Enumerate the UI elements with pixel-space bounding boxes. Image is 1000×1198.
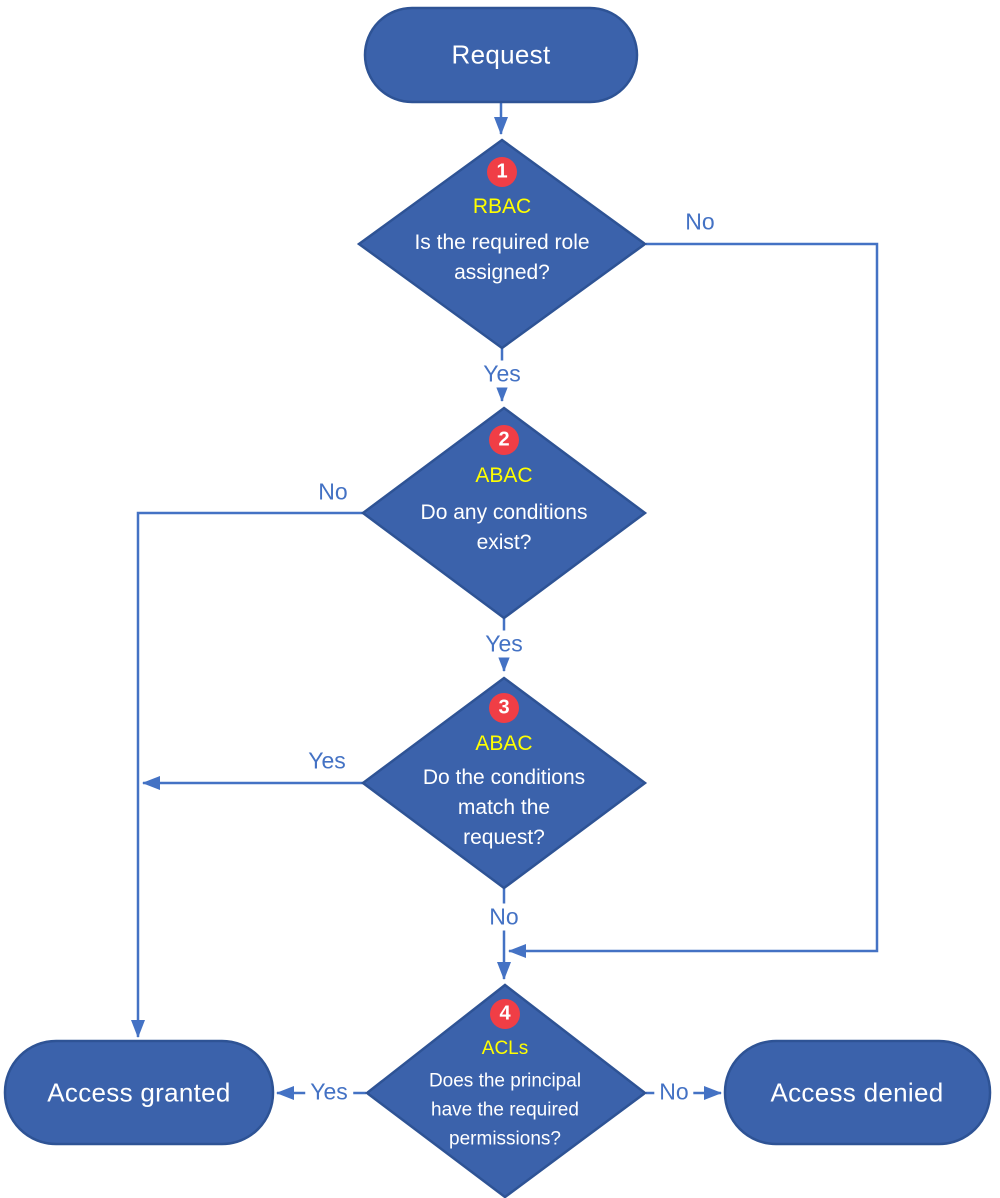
edge-label-d2-no: No: [313, 478, 353, 506]
decision1-tag-label: RBAC: [472, 195, 532, 218]
request-node-label: Request: [451, 39, 551, 70]
edge-label-d1-no: No: [680, 208, 720, 236]
decision4-diamond-shape: [364, 983, 648, 1198]
edge-label-d3-yes: Yes: [303, 747, 351, 775]
decision3-badge-number: 3: [498, 696, 510, 719]
access-denied-node-shape: [723, 1039, 992, 1146]
edge-label-d1-yes: Yes: [478, 360, 526, 388]
decision2-badge-number: 2: [498, 428, 510, 451]
decision2-badge-circle: [489, 425, 519, 455]
decision3-question-text: Do the conditions match the request?: [422, 766, 586, 849]
access-granted-node-label: Access granted: [47, 1077, 231, 1108]
edge-label-d4-yes: Yes: [305, 1078, 353, 1106]
edge-label-d2-yes: Yes: [480, 630, 528, 658]
decision2-diamond-shape: [360, 406, 648, 620]
decision4-badge-number: 4: [499, 1002, 511, 1025]
decision1-question-text: Is the required role assigned?: [414, 231, 590, 284]
decision4-question-text: Does the principal have the required per…: [428, 1070, 582, 1150]
decision1-diamond-shape: [356, 138, 648, 350]
decision1-badge-number: 1: [496, 160, 508, 183]
edge-d2-no: [131, 511, 363, 1038]
edge-label-d3-no: No: [484, 903, 524, 931]
decision3-badge-circle: [489, 693, 519, 723]
request-node-shape: [363, 6, 639, 104]
access-granted-node-shape: [3, 1039, 275, 1146]
decision4-tag-label: ACLs: [481, 1038, 529, 1059]
decision3-diamond-shape: [360, 676, 648, 890]
decision4-badge-circle: [490, 999, 520, 1029]
edge-label-d4-no: No: [654, 1078, 694, 1106]
access-denied-node-label: Access denied: [770, 1077, 944, 1108]
decision2-question-text: Do any conditions exist?: [420, 501, 588, 554]
decision3-tag-label: ABAC: [475, 732, 533, 755]
decision1-badge-circle: [487, 157, 517, 187]
decision2-tag-label: ABAC: [475, 464, 533, 487]
edge-d1-no: [508, 242, 879, 958]
